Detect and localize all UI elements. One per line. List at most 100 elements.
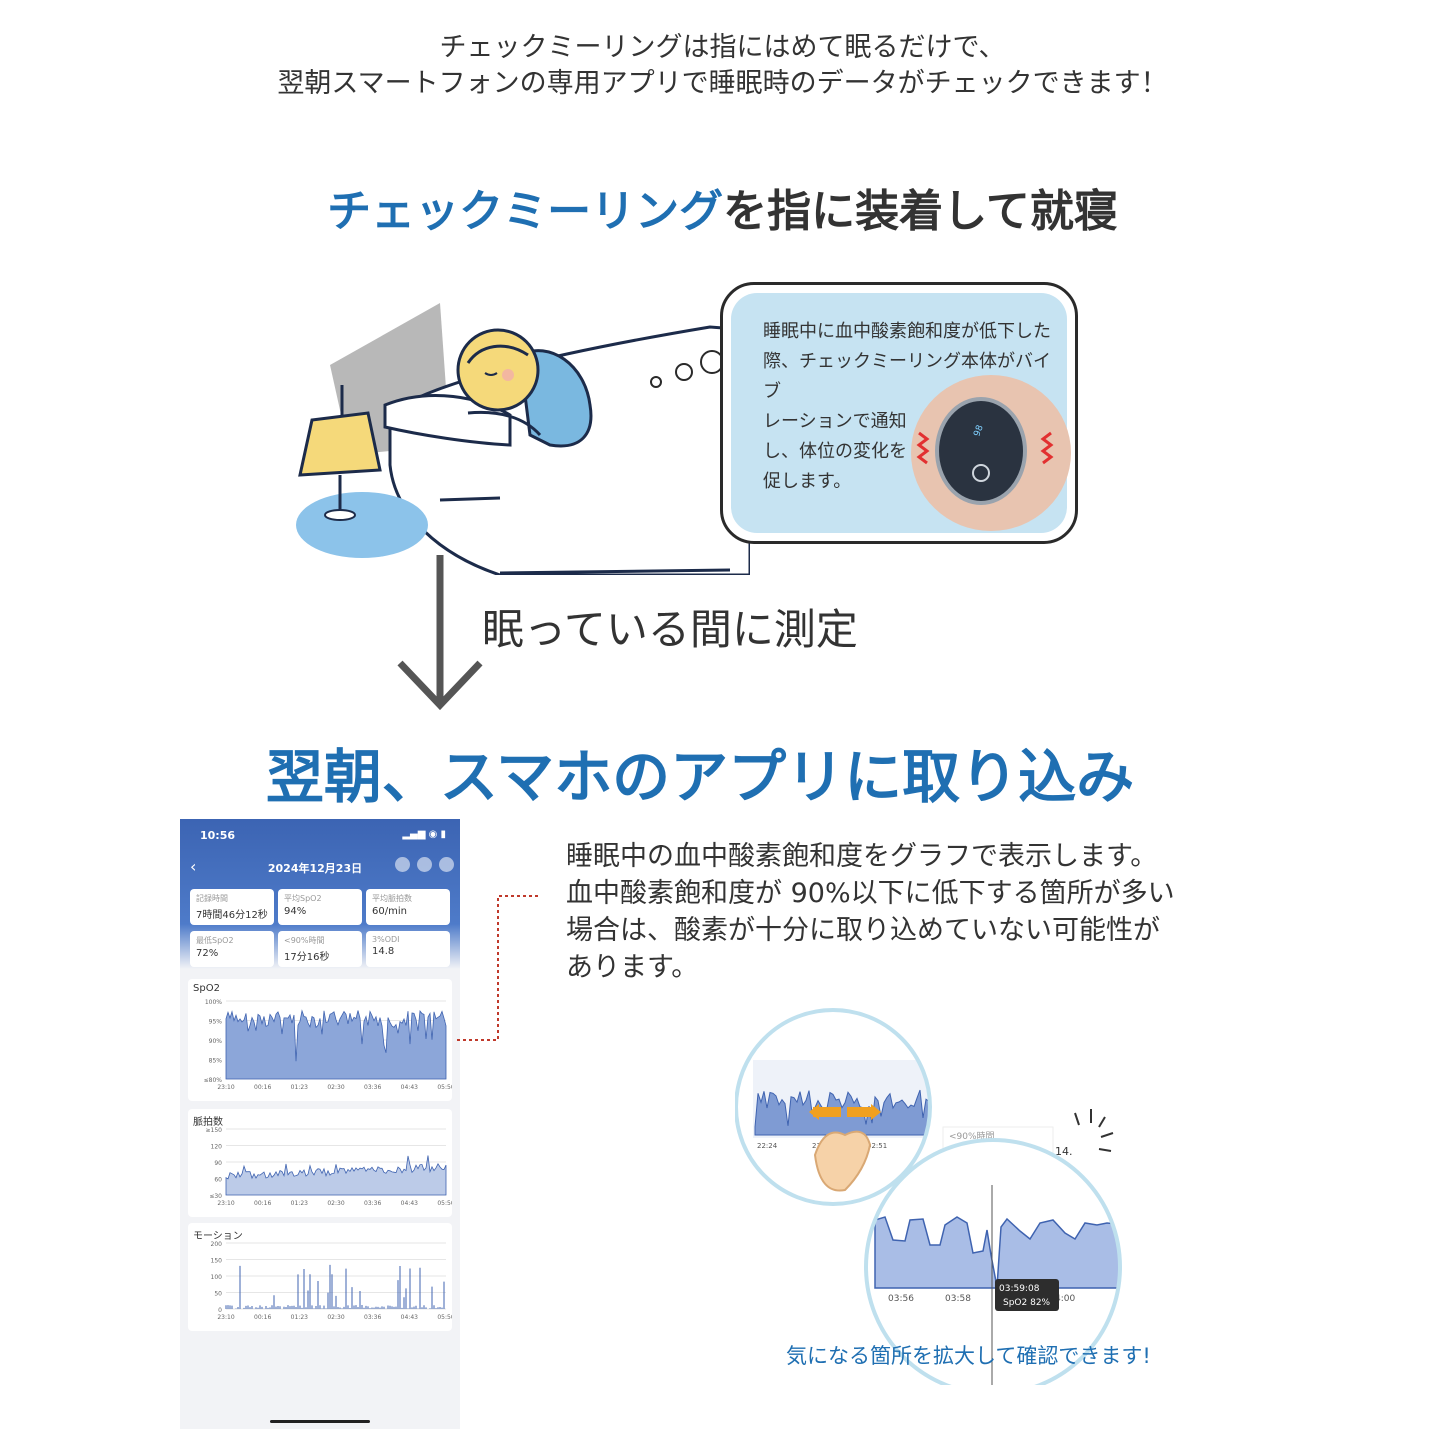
vibration-notice-bubble: 睡眠中に血中酸素飽和度が低下した 際、チェックミーリング本体がバイブ レーション… [720,282,1078,544]
spo2-chart-title: SpO2 [193,983,220,994]
summary-card-min-spo2: 最低SpO2 72% [190,931,274,967]
connector-line [454,895,538,1041]
info-icon[interactable] [417,857,432,872]
bubble-background: 睡眠中に血中酸素飽和度が低下した 際、チェックミーリング本体がバイブ レーション… [731,293,1071,533]
status-time: 10:56 [200,829,236,842]
emphasis-line [1100,1132,1114,1138]
x-tick-label: 02:30 [327,1314,344,1321]
status-icons: ▂▄▆ ◉ ▮ [402,829,446,840]
y-tick-label: 100 [211,1274,223,1281]
zoom-card-partial: 14. [1055,1145,1073,1158]
finger-icon [813,1130,872,1192]
spo2-chart-panel: SpO2 100% 95% 90% 85% ≤80%23:10 00:16 01:23 02:… [188,979,452,1101]
y-tick-label: 120 [211,1144,223,1151]
home-indicator[interactable] [270,1420,370,1423]
x-tick-label: 01:23 [291,1200,308,1207]
tooltip [995,1279,1059,1311]
summary-card-avg-spo2: 平均SpO2 94% [278,889,362,925]
x-tick-label: 02:30 [327,1200,344,1207]
calendar-icon[interactable] [395,857,410,872]
back-icon[interactable]: ‹ [190,857,197,876]
spo2-series-area [225,1009,447,1080]
y-tick-label: ≥150 [206,1127,223,1134]
zoom-caption: 気になる箇所を拡大して確認できます! [786,1344,1151,1368]
heading-wear-ring: チェックミーリングを指に装着して就寝 [0,175,1445,239]
y-tick-label: 90 [214,1160,222,1167]
small-chart-area [754,1089,931,1136]
left-arrow-icon [813,1107,841,1117]
y-tick-label: 90% [209,1038,223,1045]
large-zoom-view: 03:56 03:58 4:00 [865,1139,1121,1385]
small-x-tick: 22:24 [757,1142,778,1150]
sleeping-person-illustration [296,303,750,575]
heading-highlight: チェックミーリング [327,186,724,237]
y-tick-label: ≤80% [204,1077,223,1084]
y-tick-label: 200 [211,1241,223,1248]
heading-rest: を指に装着して就寝 [723,186,1118,237]
large-x-tick: 4:00 [1055,1294,1075,1304]
app-date: 2024年12月23日 [267,862,363,875]
app-screenshot: 10:56 ▂▄▆ ◉ ▮ ‹ 2024年12月23日 記録時間 7時間46分1… [180,819,460,1429]
summary-card-duration: 記録時間 7時間46分12秒 [190,889,274,925]
x-tick-label: 05:50 [437,1314,452,1321]
ring-device-photo: 98 [911,375,1071,531]
y-tick-label: 50 [214,1291,222,1298]
y-tick-label: 150 [211,1258,223,1265]
y-tick-label: 60 [214,1177,222,1184]
graph-description: 睡眠中の血中酸素飽和度をグラフで表示します。 血中酸素飽和度が 90%以下に低下… [566,841,1175,983]
emphasis-line [1074,1112,1080,1126]
small-x-tick: 02:51 [867,1142,887,1150]
large-zoom-ring [864,1138,1122,1385]
x-tick-label: 23:10 [217,1200,234,1207]
intro-text: チェックミーリングは指にはめて眠るだけで、 翌朝スマートフォンの専用アプリで睡眠… [0,30,1445,102]
heading-import-to-app: 翌朝、スマホのアプリに取り込み [265,743,1135,811]
large-chart-area [874,1216,1121,1289]
intro-line-2: 翌朝スマートフォンの専用アプリで睡眠時のデータがチェックできます！ [277,68,1168,99]
motion-chart-title: モーション [193,1231,243,1242]
motion-chart: 200 150 100 50 023:10 00:16 01:23 02:30 03:36 04:… [211,1241,452,1321]
x-tick-label: 01:23 [291,1084,308,1091]
small-zoom-ring [735,1008,932,1206]
summary-card-below90: <90%時間 17分16秒 [278,931,362,967]
x-tick-label: 04:43 [401,1314,418,1321]
summary-card-odi: 3%ODI 14.8 [366,931,450,967]
x-tick-label: 23:10 [217,1314,234,1321]
y-tick-label: 0 [218,1307,222,1314]
summary-card-avg-pulse: 平均脈拍数 60/min [366,889,450,925]
x-tick-label: 03:36 [364,1084,381,1091]
x-tick-label: 03:36 [364,1200,381,1207]
intro-line-1: チェックミーリングは指にはめて眠るだけで、 [439,32,1006,63]
pulse-series-area [225,1155,447,1196]
x-tick-label: 04:43 [401,1200,418,1207]
bubble-text: 睡眠中に血中酸素飽和度が低下した 際、チェックミーリング本体がバイブ レーション… [763,321,1051,492]
x-tick-label: 01:23 [291,1314,308,1321]
svg-text:98: 98 [972,424,985,438]
y-tick-label: 95% [209,1019,223,1026]
thought-dot-medium [675,363,693,381]
x-tick-label: 00:16 [254,1084,271,1091]
measure-while-sleeping-text: 眠っている間に測定 [482,605,858,654]
right-arrow-icon [847,1107,875,1117]
down-arrow-icon [397,555,483,711]
x-tick-label: 00:16 [254,1314,271,1321]
zoom-card-label: <90%時間 [949,1131,995,1142]
thought-dot-small [650,376,662,388]
x-tick-label: 05:50 [437,1084,452,1091]
x-tick-label: 02:30 [327,1084,344,1091]
emphasis-line [1098,1148,1112,1152]
large-x-tick: 03:56 [888,1294,914,1304]
x-tick-label: 00:16 [254,1200,271,1207]
x-tick-label: 05:50 [437,1200,452,1207]
tooltip-value: SpO2 82% [1003,1298,1051,1308]
share-icon[interactable] [439,857,454,872]
pulse-chart-title: 脈拍数 [193,1117,223,1128]
y-tick-label: 100% [205,999,222,1006]
x-tick-label: 23:10 [217,1084,234,1091]
large-x-tick: 03:58 [945,1294,971,1304]
x-tick-label: 03:36 [364,1314,381,1321]
y-tick-label: 85% [209,1058,223,1065]
x-tick-label: 04:43 [401,1084,418,1091]
